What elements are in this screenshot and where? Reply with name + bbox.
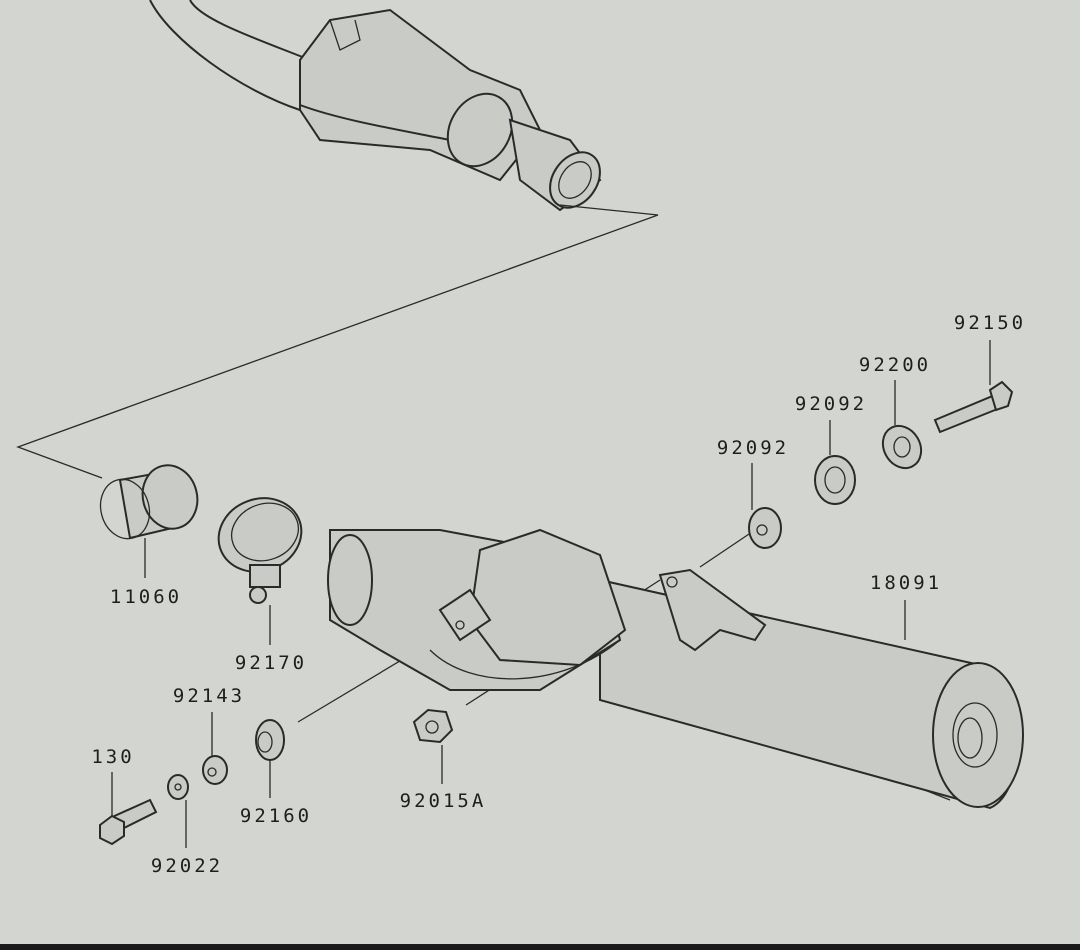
bottom-edge (0, 944, 1080, 950)
clamp-92170 (217, 497, 303, 604)
part-label-92150: 92150 (953, 312, 1027, 334)
gasket-11060 (99, 464, 199, 540)
part-label-18091: 18091 (869, 572, 943, 594)
mount-hardware (748, 380, 1014, 549)
part-label-11060: 11060 (109, 586, 183, 608)
muffler-18091 (327, 528, 1024, 810)
exhaust-pipe-upper (149, 0, 602, 212)
part-label-92143: 92143 (172, 685, 246, 707)
part-label-92170: 92170 (234, 652, 308, 674)
small-parts (99, 708, 454, 846)
part-label-130: 130 (91, 746, 135, 768)
part-label-92092-lower: 92092 (716, 437, 790, 459)
part-label-92200: 92200 (858, 354, 932, 376)
part-label-92022: 92022 (150, 855, 224, 877)
part-label-92092-upper: 92092 (794, 393, 868, 415)
part-label-92015A: 92015A (399, 790, 487, 812)
part-label-92160: 92160 (239, 805, 313, 827)
